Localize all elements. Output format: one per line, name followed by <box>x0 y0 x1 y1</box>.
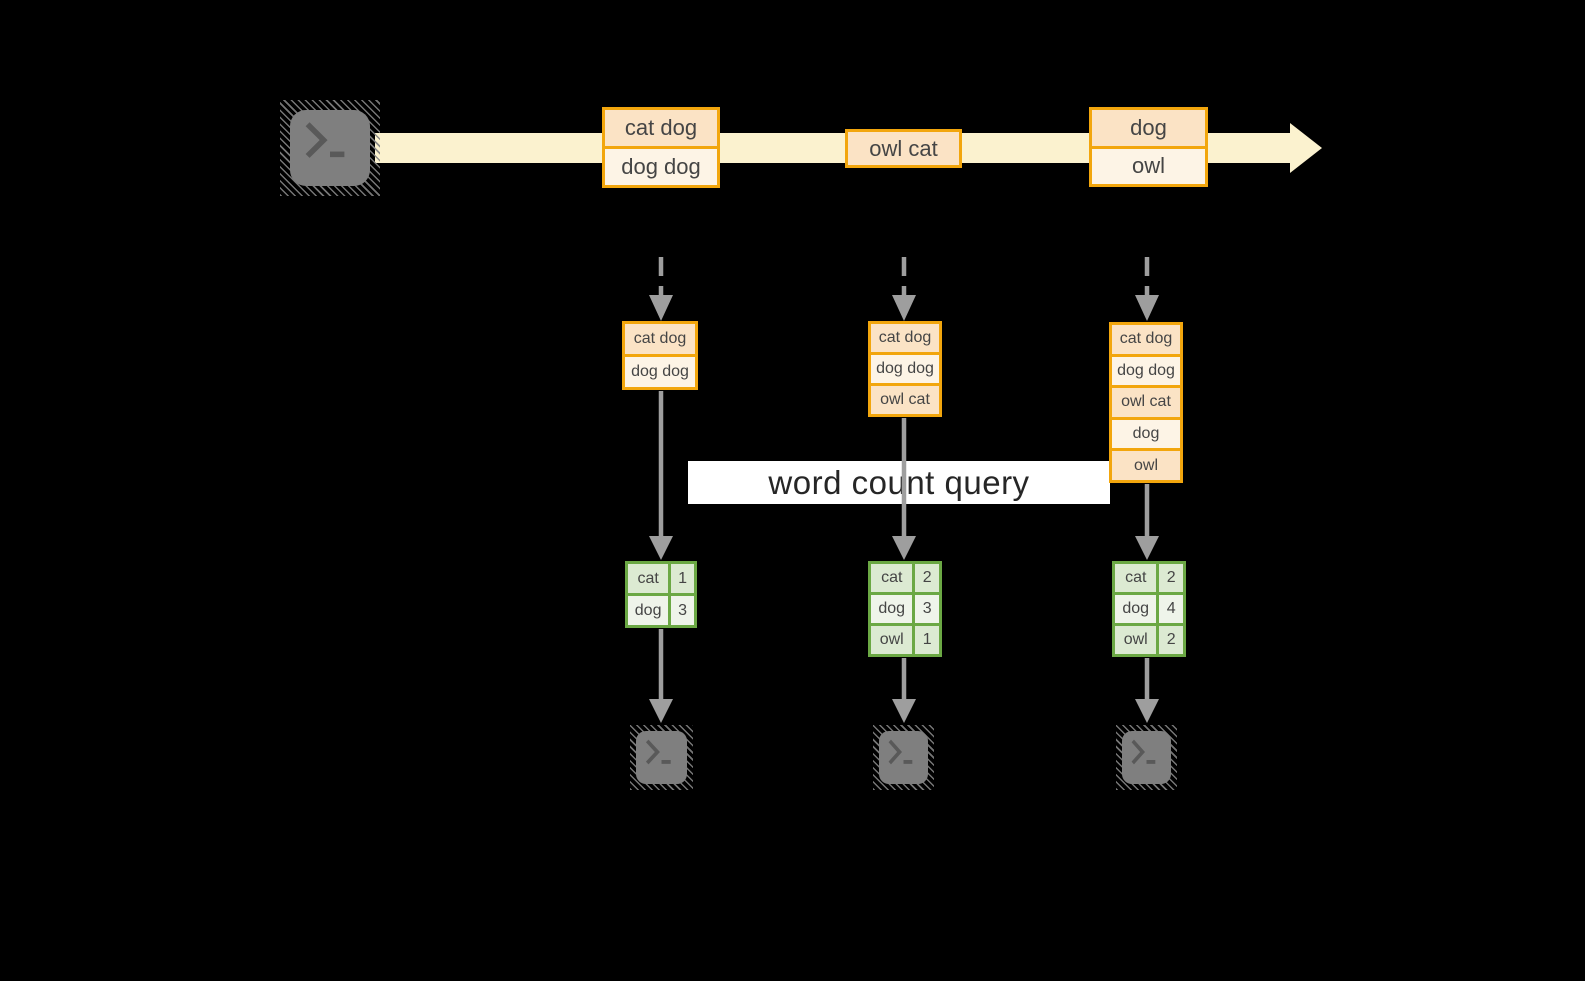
terminal-prompt-glyph <box>645 739 671 765</box>
microbatch-row: dog dog <box>1112 353 1180 386</box>
microbatch-row: dog dog <box>625 354 695 387</box>
count-cell: 2 <box>1166 569 1176 586</box>
batch-line: dog <box>1092 110 1205 146</box>
microbatch-row: owl cat <box>1112 385 1180 417</box>
table-row: dog 3 <box>871 592 939 623</box>
terminal-output-icon-3 <box>1116 725 1177 790</box>
table-row: dog 4 <box>1115 592 1183 623</box>
table-row: owl 1 <box>871 623 939 654</box>
word-cell: dog <box>871 595 916 623</box>
query-arrow-3 <box>1135 484 1159 560</box>
count-cell: 4 <box>1166 600 1176 617</box>
microbatch-row: owl cat <box>871 383 939 414</box>
output-arrow-2 <box>892 658 916 723</box>
stream-batch-3: dog owl <box>1089 107 1208 187</box>
microbatch-box-2: cat dog dog dog owl cat <box>868 321 942 417</box>
microbatch-row: dog dog <box>871 352 939 383</box>
output-arrow-1 <box>649 629 673 723</box>
query-arrow-1 <box>649 391 673 560</box>
word-cell: owl <box>1115 626 1160 654</box>
batch-line: dog dog <box>605 146 717 185</box>
ingest-arrow-2 <box>892 257 916 321</box>
table-row: cat 1 <box>628 564 694 593</box>
count-cell: 2 <box>1166 631 1176 648</box>
batch-line: cat dog <box>605 110 717 146</box>
terminal-prompt-glyph <box>888 739 913 765</box>
batch-line: owl <box>1092 145 1205 184</box>
microbatch-row: cat dog <box>871 324 939 352</box>
ingest-arrow-3 <box>1135 257 1159 321</box>
wordcount-table-3: cat 2 dog 4 owl 2 <box>1112 561 1186 657</box>
microbatch-row: cat dog <box>625 324 695 354</box>
output-arrow-3 <box>1135 658 1159 723</box>
table-row: cat 2 <box>1115 564 1183 592</box>
terminal-prompt-glyph <box>1131 739 1156 765</box>
ingest-arrow-1 <box>649 257 673 321</box>
microbatch-row: cat dog <box>1112 325 1180 354</box>
word-cell: cat <box>871 564 916 592</box>
count-cell: 2 <box>922 569 932 586</box>
terminal-output-icon-1 <box>630 725 693 790</box>
wordcount-table-1: cat 1 dog 3 <box>625 561 697 628</box>
microbatch-box-1: cat dog dog dog <box>622 321 698 390</box>
word-cell: owl <box>871 626 916 654</box>
terminal-source-icon <box>280 100 380 196</box>
microbatch-box-3: cat dog dog dog owl cat dog owl <box>1109 322 1183 483</box>
count-cell: 1 <box>678 569 688 587</box>
word-cell: cat <box>628 564 672 593</box>
count-cell: 3 <box>922 600 932 617</box>
table-row: cat 2 <box>871 564 939 592</box>
terminal-prompt-glyph <box>305 122 345 158</box>
query-label: word count query <box>688 461 1110 504</box>
query-arrow-2 <box>892 418 916 560</box>
stream-batch-1: cat dog dog dog <box>602 107 720 188</box>
terminal-output-icon-2 <box>873 725 934 790</box>
batch-line: owl cat <box>848 132 959 165</box>
word-cell: cat <box>1115 564 1160 592</box>
microbatch-row: owl <box>1112 448 1180 480</box>
table-row: dog 3 <box>628 593 694 625</box>
word-cell: dog <box>628 596 672 625</box>
word-cell: dog <box>1115 595 1160 623</box>
wordcount-table-2: cat 2 dog 3 owl 1 <box>868 561 942 657</box>
count-cell: 3 <box>678 601 688 619</box>
count-cell: 1 <box>922 631 932 648</box>
stream-batch-2: owl cat <box>845 129 962 168</box>
microbatch-row: dog <box>1112 416 1180 449</box>
table-row: owl 2 <box>1115 623 1183 654</box>
